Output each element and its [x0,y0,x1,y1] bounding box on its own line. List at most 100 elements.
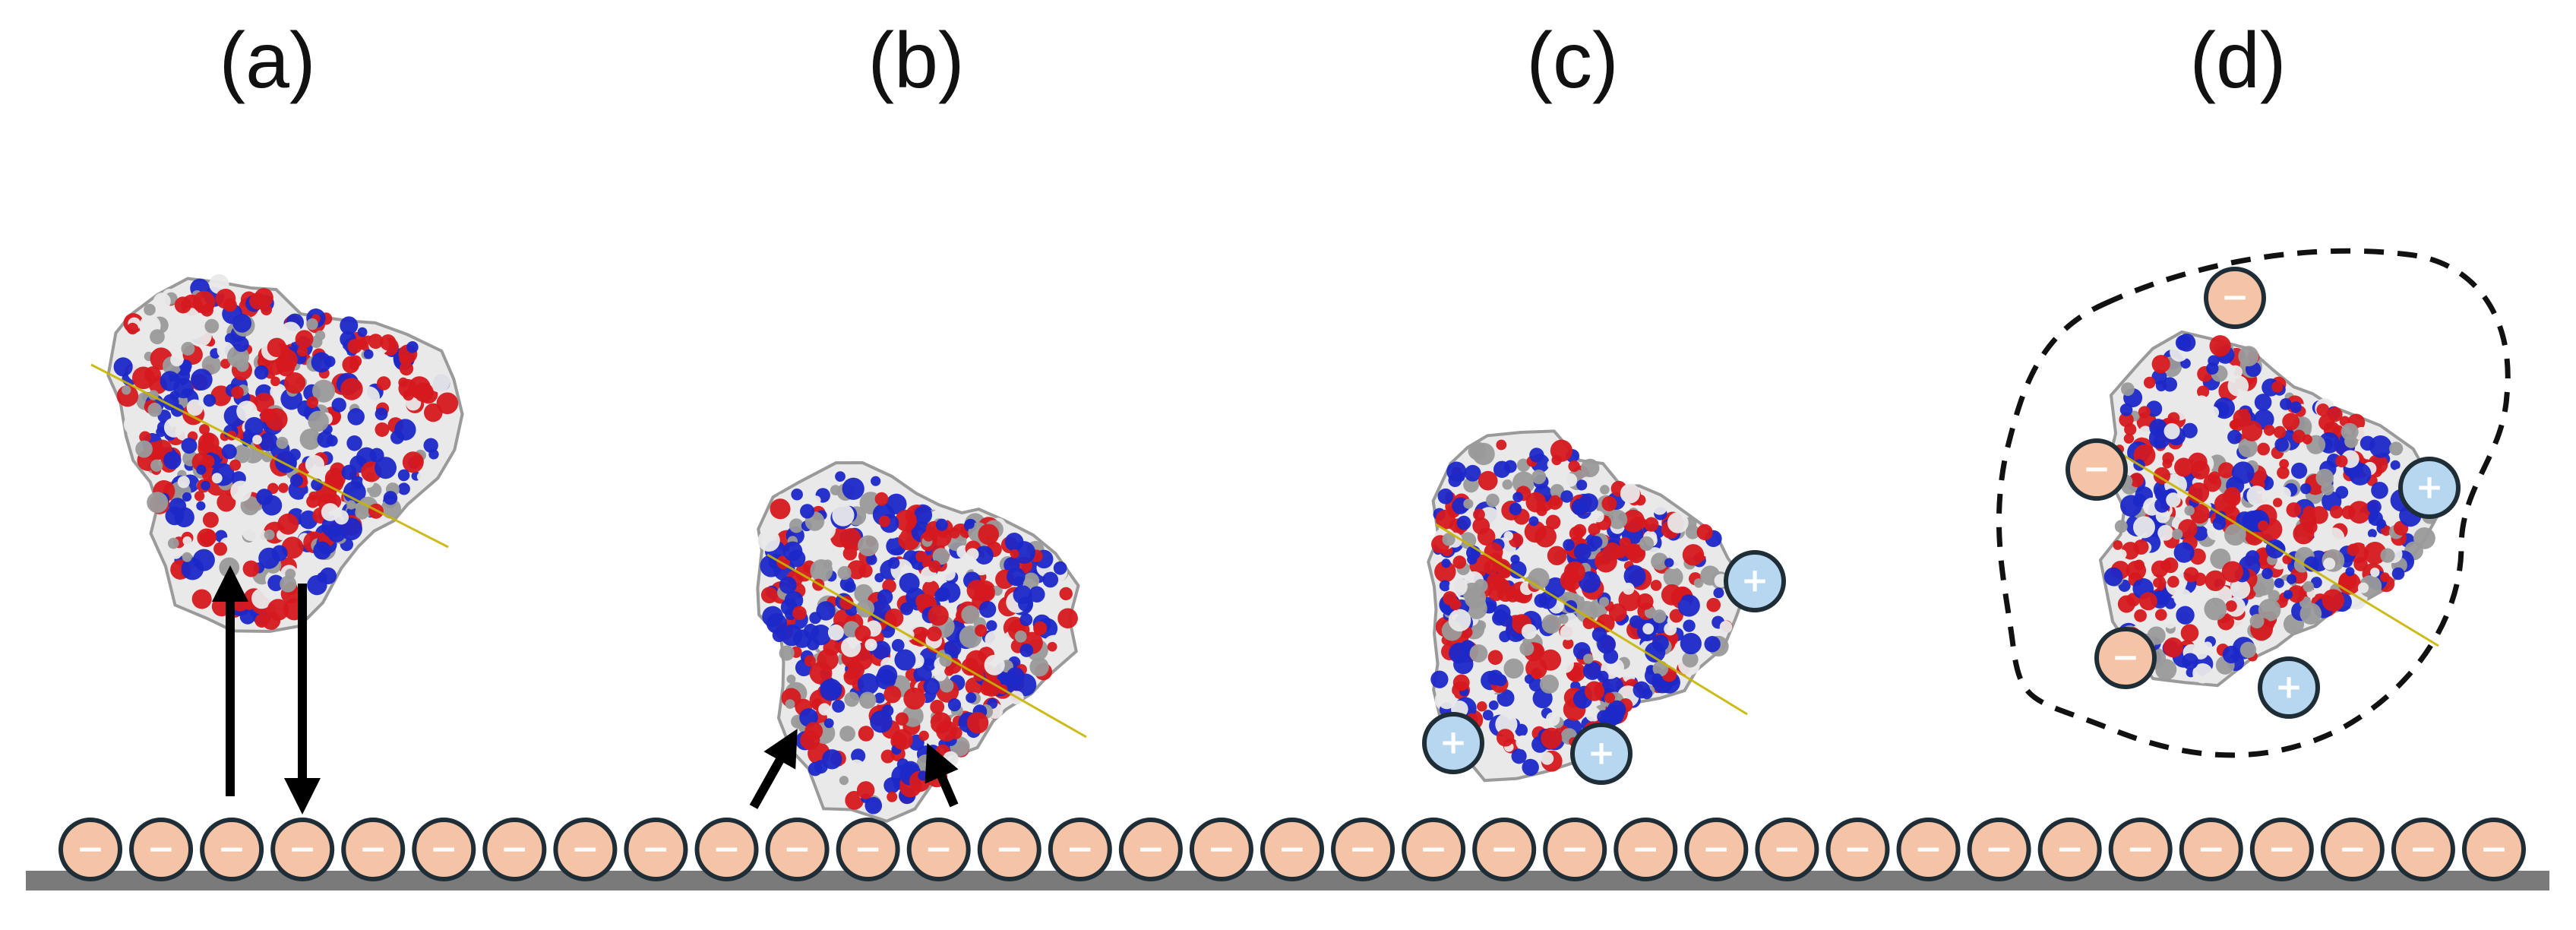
ion-charge-label: + [2416,468,2444,507]
surface-charge-label: − [2410,830,2438,868]
positive-ion: + [2258,656,2320,719]
positive-ion: + [1570,723,1633,785]
surface-charge-label: − [1279,830,1307,868]
surface-negative-ion: − [977,818,1041,881]
ion-charge-label: − [2112,638,2140,677]
ion-charge-label: − [2083,450,2111,489]
surface-negative-ion: − [58,818,122,881]
negative-ion: − [2094,627,2157,689]
surface-charge-label: − [1773,830,1801,868]
ion-charge-label: + [1741,561,1769,600]
surface-charge-label: − [1914,830,1942,868]
surface-ion-row: −−−−−−−−−−−−−−−−−−−−−−−−−−−−−−−−−−− [58,818,2526,881]
surface-charge-label: − [1561,830,1589,868]
ion-cloud-boundary [1996,248,2511,758]
surface-charge-label: − [925,830,953,868]
surface-negative-ion: − [765,818,830,881]
surface-charge-label: − [1349,830,1377,868]
protein-structure [756,461,1087,823]
panel-label-b: (b) [868,17,965,105]
surface-charge-label: − [2480,830,2508,868]
surface-negative-ion: − [1472,818,1537,881]
surface-negative-ion: − [694,818,759,881]
surface-charge-label: − [2197,830,2225,868]
surface-charge-label: − [2268,830,2296,868]
surface-charge-label: − [1136,830,1165,868]
surface-negative-ion: − [836,818,900,881]
surface-negative-ion: − [1331,818,1395,881]
protein-structure [1427,429,1749,783]
surface-negative-ion: − [1048,818,1112,881]
arrow-diagonal-right-icon [925,742,959,808]
surface-charge-label: − [2126,830,2154,868]
surface-negative-ion: − [1260,818,1324,881]
surface-charge-label: − [713,830,741,868]
surface-negative-ion: − [1118,818,1183,881]
surface-charge-label: − [1844,830,1872,868]
panel-label-c: (c) [1526,17,1619,105]
ion-charge-label: + [1440,723,1468,762]
surface-charge-label: − [289,830,317,868]
surface-negative-ion: − [2108,818,2173,881]
surface-charge-label: − [1702,830,1731,868]
surface-charge-label: − [2056,830,2084,868]
surface-charge-label: − [147,830,175,868]
surface-negative-ion: − [2037,818,2102,881]
surface-negative-ion: − [2249,818,2314,881]
surface-charge-label: − [854,830,882,868]
surface-negative-ion: − [1614,818,1678,881]
protein-group [90,274,2444,823]
surface-negative-ion: − [624,818,688,881]
surface-negative-ion: − [341,818,406,881]
positive-ion: + [2398,457,2461,519]
surface-negative-ion: − [2391,818,2455,881]
surface-negative-ion: − [906,818,971,881]
surface-charge-label: − [783,830,811,868]
surface-charge-label: − [1985,830,2013,868]
panel-label-d: (d) [2189,17,2287,105]
free-ion-group: + + + − − − + + [1422,267,2461,785]
surface-negative-ion: − [200,818,264,881]
surface-negative-ion: − [2179,818,2243,881]
surface-charge-label: − [571,830,599,868]
surface-charge-label: − [1208,830,1236,868]
surface-negative-ion: − [1189,818,1253,881]
surface-charge-label: − [430,830,458,868]
panel-label-a: (a) [219,17,316,105]
surface-negative-ion: − [2462,818,2526,881]
surface-charge-label: − [995,830,1023,868]
surface-charge-label: − [1490,830,1519,868]
surface-negative-ion: − [1684,818,1749,881]
ion-charge-label: + [1588,734,1616,773]
surface-negative-ion: − [1543,818,1607,881]
surface-negative-ion: − [1402,818,1466,881]
negative-ion: − [2204,267,2266,329]
surface-negative-ion: − [1825,818,1890,881]
surface-negative-ion: − [1967,818,2031,881]
ion-charge-label: + [2275,668,2303,707]
protein-structure [90,274,464,633]
surface-negative-ion: − [553,818,618,881]
ion-charge-label: − [2221,278,2249,317]
surface-negative-ion: − [270,818,335,881]
surface-negative-ion: − [129,818,194,881]
surface-charge-label: − [501,830,529,868]
surface-charge-label: − [77,830,105,868]
surface-charge-label: − [359,830,387,868]
positive-ion: + [1422,712,1484,774]
surface-charge-label: − [1066,830,1094,868]
surface-negative-ion: − [1896,818,1961,881]
positive-ion: + [1724,550,1786,612]
surface-charge-label: − [642,830,670,868]
surface-charge-label: − [1632,830,1660,868]
negative-ion: − [2066,438,2128,501]
surface-negative-ion: − [2320,818,2385,881]
surface-negative-ion: − [482,818,547,881]
arrow-diagonal-left-icon [749,729,798,809]
surface-charge-label: − [218,830,246,868]
surface-negative-ion: − [412,818,476,881]
surface-charge-label: − [2338,830,2366,868]
surface-negative-ion: − [1755,818,1819,881]
